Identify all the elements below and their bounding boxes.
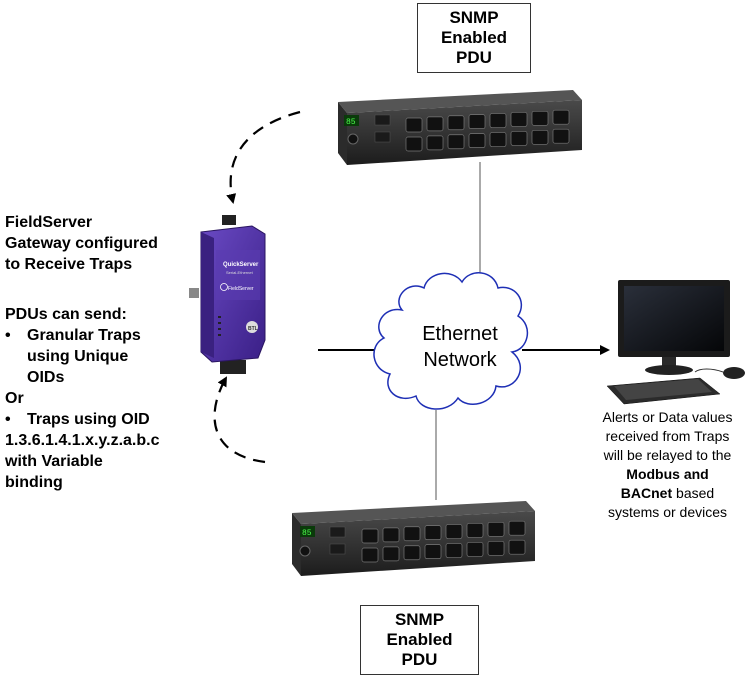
bullet-text: OIDs xyxy=(27,369,65,386)
gateway-title-line2: Gateway configured xyxy=(5,235,158,252)
outlet-socket xyxy=(508,539,526,555)
outlet-socket xyxy=(361,528,379,544)
outlet-socket xyxy=(405,136,423,152)
outlet-socket xyxy=(426,116,444,132)
outlet-socket xyxy=(487,540,505,556)
pdu-label-line2: PDU xyxy=(401,650,438,669)
capabilities-heading: PDUs can send: xyxy=(5,306,127,323)
outlet-socket xyxy=(489,132,507,147)
outlet-socket xyxy=(447,115,465,131)
outlet-socket xyxy=(403,545,421,561)
outlet-socket xyxy=(508,520,526,536)
outlet-socket xyxy=(403,526,421,542)
gateway-title-line3: to Receive Traps xyxy=(5,256,133,273)
outlet-socket xyxy=(531,110,549,126)
network-label: Ethernet Network xyxy=(400,321,520,373)
pdu-label-bottom: SNMP Enabled PDU xyxy=(360,605,479,675)
trap-arc-top xyxy=(226,110,301,204)
bullet-continuation: using Unique xyxy=(5,346,159,367)
bullet-icon: • xyxy=(5,327,11,344)
caption-bacnet: BACnet xyxy=(620,485,673,501)
svg-text:85: 85 xyxy=(302,529,312,538)
outlet-socket xyxy=(424,525,442,541)
outlet-socket xyxy=(510,131,528,146)
outlet-socket xyxy=(445,524,463,539)
outlet-socket xyxy=(405,117,423,133)
cloud-icon xyxy=(373,272,529,410)
outlet-socket xyxy=(445,543,463,558)
outlet-socket xyxy=(489,113,507,128)
bullet-text: using Unique xyxy=(27,348,129,365)
svg-text:BTL: BTL xyxy=(248,326,258,332)
outlet-socket xyxy=(424,544,442,560)
outlet-socket xyxy=(382,546,400,562)
oid-text: 1.3.6.1.4.1.x.y.z.a.b.c xyxy=(5,432,160,449)
gateway-title: FieldServer Gateway configured to Receiv… xyxy=(5,212,158,275)
outlet-socket xyxy=(552,109,570,125)
bullet-item: • Traps using OID xyxy=(5,409,159,430)
pdu-icon: 85 xyxy=(292,501,535,576)
outlet-socket xyxy=(447,134,465,150)
trap-arc-bottom xyxy=(213,376,266,464)
svg-text:QuickServer: QuickServer xyxy=(223,262,259,268)
pdu-label-line1: SNMP Enabled xyxy=(440,8,508,47)
or-label: Or xyxy=(5,390,24,407)
pdu-capabilities: PDUs can send: • Granular Traps using Un… xyxy=(5,304,159,493)
outlet-socket xyxy=(426,135,444,151)
outlet-socket xyxy=(531,129,549,145)
computer-icon xyxy=(606,280,745,405)
outlet-socket xyxy=(466,542,484,557)
outlet-socket xyxy=(382,527,400,543)
bullet-text: binding xyxy=(5,474,63,491)
svg-text:Serial-Ethernet: Serial-Ethernet xyxy=(226,270,254,275)
caption-based: based xyxy=(672,485,715,501)
outlet-socket xyxy=(487,521,505,537)
gateway-title-line1: FieldServer xyxy=(5,214,93,231)
caption-line: Alerts or Data values xyxy=(602,409,733,425)
caption-line: received from Traps xyxy=(605,428,730,444)
svg-text:FieldServer: FieldServer xyxy=(228,286,254,292)
pdu-label-line1: SNMP Enabled xyxy=(386,610,453,649)
outlet-socket xyxy=(468,114,486,130)
bullet-continuation: OIDs xyxy=(5,367,159,388)
svg-text:85: 85 xyxy=(346,118,356,127)
caption-line: systems or devices xyxy=(607,504,728,520)
bullet-text: Traps using OID xyxy=(27,411,150,428)
bullet-text: with Variable xyxy=(5,453,103,470)
gateway-device-icon: QuickServer Serial-Ethernet FieldServer … xyxy=(189,215,266,374)
bullet-item: • Granular Traps xyxy=(5,325,159,346)
outlet-socket xyxy=(361,547,379,563)
outlet-socket xyxy=(466,523,484,538)
caption-line-bold: Modbus and xyxy=(626,466,709,482)
output-caption: Alerts or Data values received from Trap… xyxy=(585,408,750,522)
network-label-line2: Network xyxy=(423,349,497,371)
bullet-icon: • xyxy=(5,411,11,428)
caption-line: BACnet based xyxy=(585,484,750,503)
outlet-socket xyxy=(510,112,528,127)
network-label-line1: Ethernet xyxy=(422,323,498,345)
pdu-label-line2: PDU xyxy=(456,48,492,67)
outlet-socket xyxy=(468,133,486,149)
outlet-socket xyxy=(552,128,570,144)
pdu-icon: 85 xyxy=(338,90,582,165)
bullet-text: Granular Traps xyxy=(27,327,141,344)
caption-line: will be relayed to the xyxy=(603,447,732,463)
pdu-label-top: SNMP Enabled PDU xyxy=(417,3,531,73)
